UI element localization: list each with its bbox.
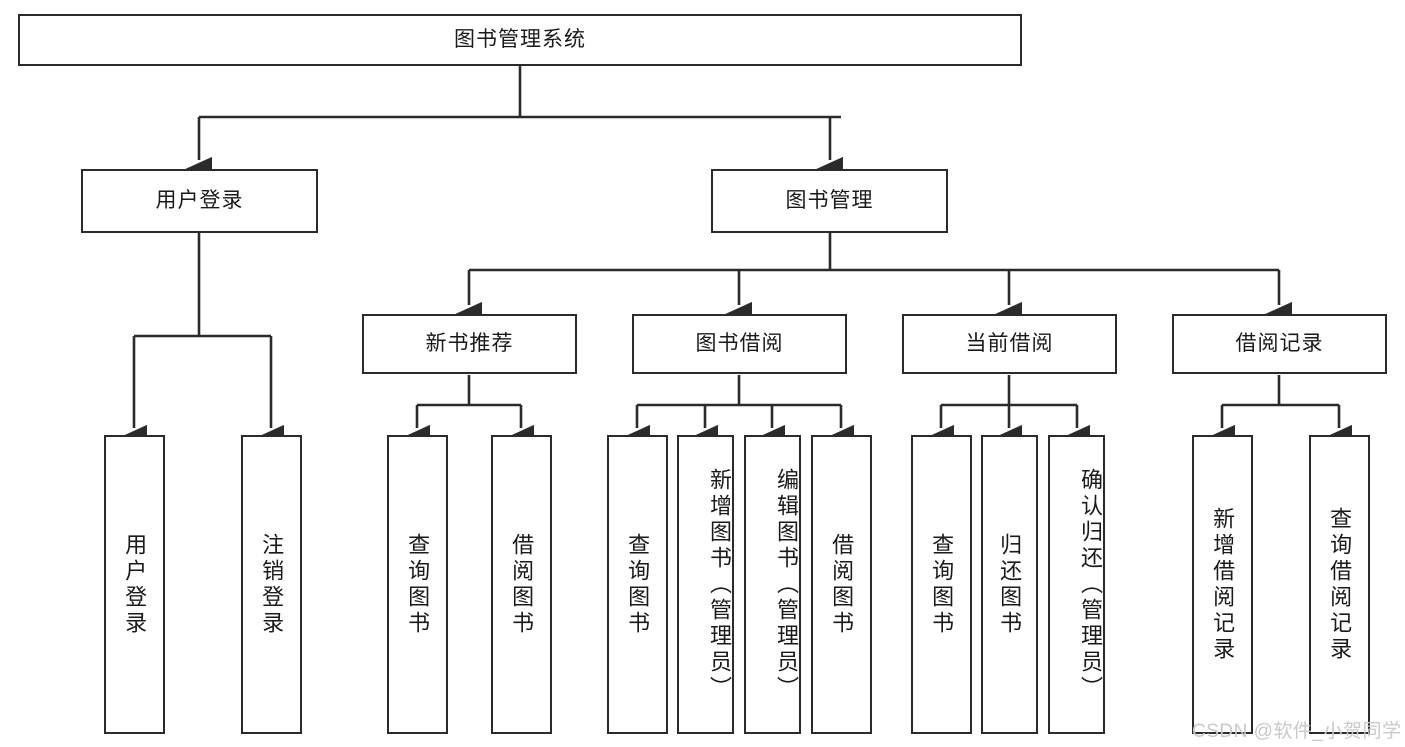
node-leaf-add-record[interactable]: 新增借阅记录: [1192, 435, 1253, 734]
node-leaf-borrow-book-1-label: 借阅图书: [509, 532, 535, 637]
node-leaf-query-book-1[interactable]: 查询图书: [387, 435, 448, 734]
node-user-login[interactable]: 用户登录: [81, 169, 318, 233]
node-leaf-user-login[interactable]: 用户登录: [104, 435, 165, 734]
node-borrow-record-label: 借阅记录: [1235, 332, 1324, 356]
node-new-book-recommend-label: 新书推荐: [425, 332, 514, 356]
node-leaf-query-book-3-label: 查询图书: [929, 532, 955, 637]
node-root-label: 图书管理系统: [454, 28, 586, 52]
node-leaf-query-record-label: 查询借阅记录: [1327, 506, 1353, 663]
node-leaf-add-book[interactable]: 新增图书（管理员）: [677, 435, 734, 734]
node-book-manage[interactable]: 图书管理: [711, 169, 948, 233]
node-leaf-query-record[interactable]: 查询借阅记录: [1309, 435, 1370, 734]
node-leaf-borrow-book-1[interactable]: 借阅图书: [491, 435, 552, 734]
node-new-book-recommend[interactable]: 新书推荐: [362, 314, 577, 374]
node-leaf-borrow-book-2[interactable]: 借阅图书: [811, 435, 872, 734]
node-leaf-edit-book-label: 编辑图书（管理员）: [774, 467, 799, 702]
node-leaf-confirm-return[interactable]: 确认归还（管理员）: [1048, 435, 1105, 734]
node-leaf-return-book[interactable]: 归还图书: [981, 435, 1038, 734]
node-leaf-query-book-2[interactable]: 查询图书: [607, 435, 668, 734]
node-leaf-logout-label: 注销登录: [259, 532, 285, 637]
node-leaf-user-login-label: 用户登录: [122, 532, 148, 637]
node-current-borrow[interactable]: 当前借阅: [902, 314, 1117, 374]
node-leaf-borrow-book-2-label: 借阅图书: [829, 532, 855, 637]
node-leaf-confirm-return-label: 确认归还（管理员）: [1078, 467, 1103, 702]
node-user-login-label: 用户登录: [155, 189, 244, 213]
node-leaf-add-record-label: 新增借阅记录: [1210, 506, 1236, 663]
node-leaf-query-book-3[interactable]: 查询图书: [911, 435, 972, 734]
node-root[interactable]: 图书管理系统: [18, 14, 1022, 66]
node-leaf-query-book-2-label: 查询图书: [625, 532, 651, 637]
node-leaf-add-book-label: 新增图书（管理员）: [707, 467, 732, 702]
node-leaf-logout[interactable]: 注销登录: [241, 435, 302, 734]
node-leaf-query-book-1-label: 查询图书: [405, 532, 431, 637]
node-book-manage-label: 图书管理: [785, 189, 874, 213]
node-book-borrow-label: 图书借阅: [695, 332, 784, 356]
watermark-text: CSDN @软件_小贺同学: [1192, 721, 1402, 742]
node-leaf-return-book-label: 归还图书: [997, 532, 1023, 637]
node-borrow-record[interactable]: 借阅记录: [1172, 314, 1387, 374]
node-current-borrow-label: 当前借阅: [965, 332, 1054, 356]
node-leaf-edit-book[interactable]: 编辑图书（管理员）: [744, 435, 801, 734]
node-book-borrow[interactable]: 图书借阅: [632, 314, 847, 374]
